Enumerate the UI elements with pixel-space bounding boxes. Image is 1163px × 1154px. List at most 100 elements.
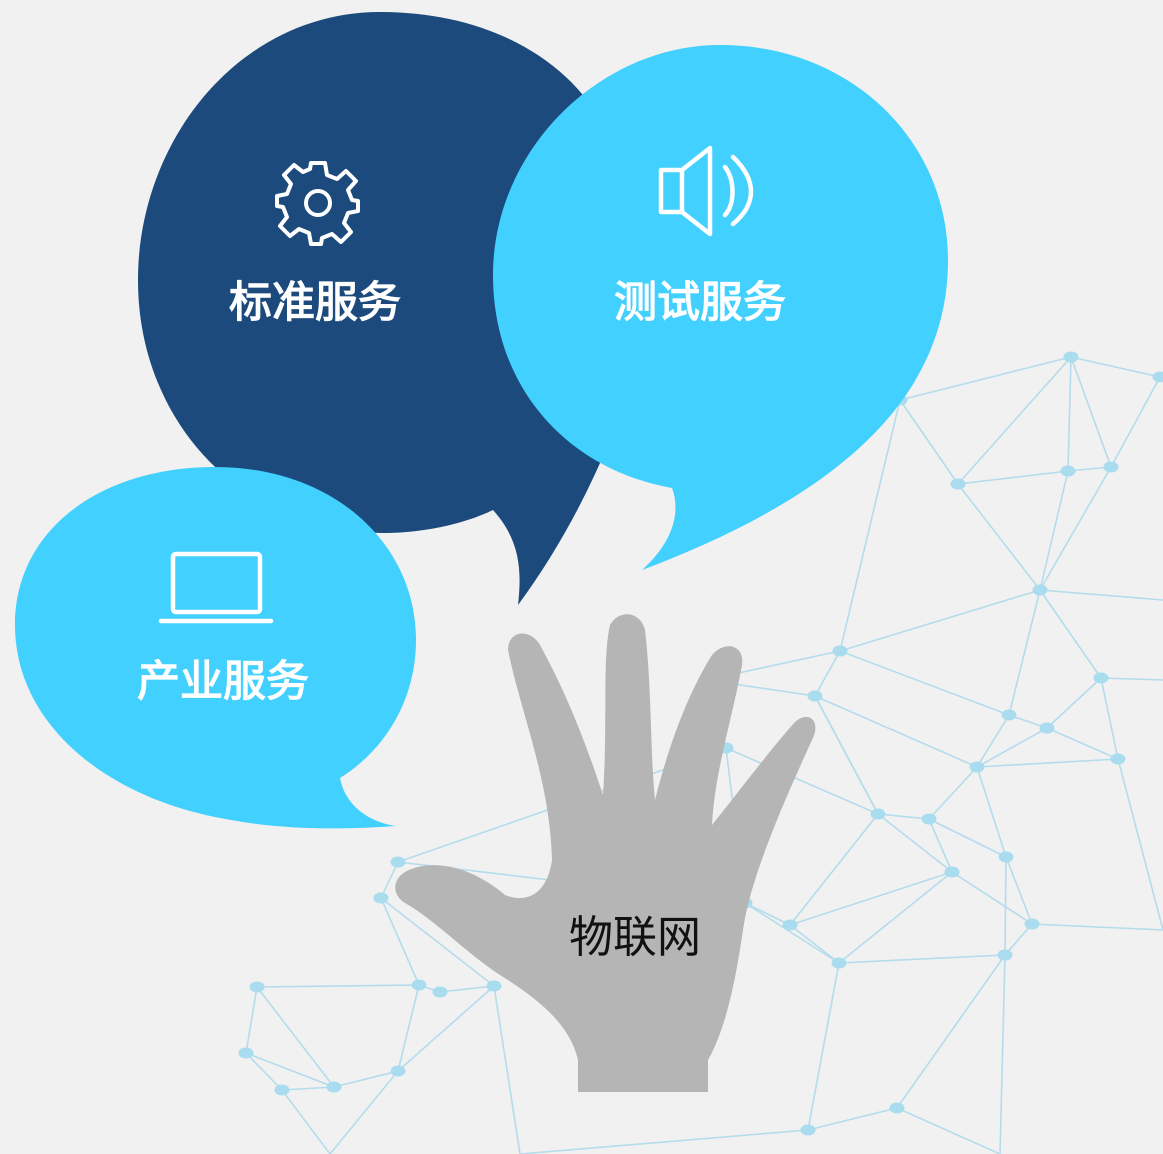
network-edge bbox=[439, 985, 495, 993]
network-edge bbox=[839, 589, 1041, 652]
network-edge bbox=[951, 871, 1033, 925]
network-edge bbox=[1004, 856, 1007, 956]
network-node bbox=[1039, 722, 1055, 734]
network-edge bbox=[789, 924, 840, 964]
network-edge bbox=[1004, 923, 1033, 956]
network-edge bbox=[1067, 356, 1072, 472]
network-edge bbox=[896, 1107, 1001, 1154]
network-edge bbox=[380, 897, 420, 986]
network-edge bbox=[1046, 677, 1102, 729]
network-node bbox=[782, 919, 798, 931]
network-edge bbox=[899, 399, 959, 485]
hand-illustration: 物联网 bbox=[395, 614, 816, 1092]
network-node bbox=[274, 1084, 290, 1096]
industry-service-label: 产业服务 bbox=[137, 657, 309, 707]
network-edge bbox=[789, 813, 879, 926]
network-edge bbox=[957, 470, 1069, 485]
network-edge bbox=[839, 650, 1010, 716]
testing-service-label: 测试服务 bbox=[614, 278, 786, 328]
network-node bbox=[1032, 584, 1048, 596]
standard-service-label: 标准服务 bbox=[229, 278, 401, 328]
network-edge bbox=[725, 747, 879, 815]
network-edge bbox=[245, 1052, 335, 1088]
network-edge bbox=[519, 1129, 809, 1154]
network-node bbox=[390, 856, 406, 868]
network-edge bbox=[789, 871, 953, 926]
network-edge bbox=[1100, 677, 1119, 760]
network-edge bbox=[999, 954, 1006, 1154]
network-edge bbox=[1039, 466, 1112, 591]
network-node bbox=[486, 980, 502, 992]
network-edge bbox=[1039, 470, 1069, 591]
industry-bubble-shape bbox=[15, 467, 416, 829]
testing-bubble-shape bbox=[493, 45, 948, 570]
network-edge bbox=[1046, 727, 1119, 760]
network-node bbox=[889, 1102, 905, 1114]
network-node bbox=[238, 1047, 254, 1059]
industry-service-bubble bbox=[15, 467, 416, 829]
network-edge bbox=[744, 902, 840, 964]
gear-icon bbox=[275, 161, 360, 246]
network-node bbox=[921, 813, 937, 825]
network-node bbox=[432, 986, 448, 998]
network-node bbox=[373, 892, 389, 904]
network-edge bbox=[957, 356, 1072, 485]
network-edge bbox=[928, 818, 953, 873]
network-edge bbox=[976, 758, 1119, 768]
network-edge bbox=[1100, 677, 1163, 681]
network-edge bbox=[807, 1107, 898, 1131]
network-edge bbox=[814, 695, 978, 768]
network-edge bbox=[281, 1089, 331, 1154]
network-node bbox=[411, 979, 427, 991]
network-edge bbox=[896, 954, 1006, 1109]
network-node bbox=[249, 981, 265, 993]
standard-service-bubble bbox=[138, 12, 620, 605]
network-node bbox=[969, 761, 985, 773]
iot-label: 物联网 bbox=[569, 912, 701, 963]
network-edge bbox=[1008, 589, 1041, 716]
network-edge bbox=[877, 813, 953, 873]
network-node bbox=[807, 690, 823, 702]
network-node bbox=[800, 1124, 816, 1136]
standard-bubble-shape bbox=[138, 12, 620, 605]
network-edge bbox=[1031, 923, 1163, 931]
network-node bbox=[998, 851, 1014, 863]
network-node bbox=[832, 645, 848, 657]
network-edge bbox=[1110, 376, 1161, 468]
network-node bbox=[326, 1081, 342, 1093]
network-edge bbox=[928, 818, 1007, 858]
network-edge bbox=[245, 986, 258, 1054]
network-edge bbox=[1117, 758, 1163, 931]
network-edge bbox=[1039, 589, 1163, 601]
network-node bbox=[1152, 371, 1163, 383]
network-node bbox=[1024, 918, 1040, 930]
network-node bbox=[870, 808, 886, 820]
network-edge bbox=[1070, 356, 1161, 378]
network-edge bbox=[839, 399, 901, 652]
network-edge bbox=[976, 714, 1010, 768]
network-node bbox=[944, 866, 960, 878]
network-node bbox=[1110, 753, 1126, 765]
network-edge bbox=[397, 985, 495, 1072]
network-edge bbox=[899, 356, 1072, 401]
network-edge bbox=[245, 1052, 283, 1091]
network-edge bbox=[333, 1070, 399, 1088]
network-node bbox=[1063, 351, 1079, 363]
testing-service-bubble bbox=[493, 45, 948, 570]
laptop-icon bbox=[158, 551, 274, 624]
network-edge bbox=[397, 984, 420, 1072]
network-node bbox=[1093, 672, 1109, 684]
network-edge bbox=[814, 650, 841, 697]
network-node bbox=[950, 478, 966, 490]
network-node bbox=[831, 957, 847, 969]
network-node bbox=[997, 949, 1013, 961]
network-edge bbox=[807, 962, 840, 1131]
network-node bbox=[1060, 465, 1076, 477]
network-edge bbox=[380, 861, 399, 899]
network-edge bbox=[1005, 856, 1033, 925]
network-edge bbox=[493, 985, 521, 1154]
network-edge bbox=[329, 1070, 399, 1154]
network-node bbox=[1001, 709, 1017, 721]
network-edge bbox=[256, 986, 335, 1088]
